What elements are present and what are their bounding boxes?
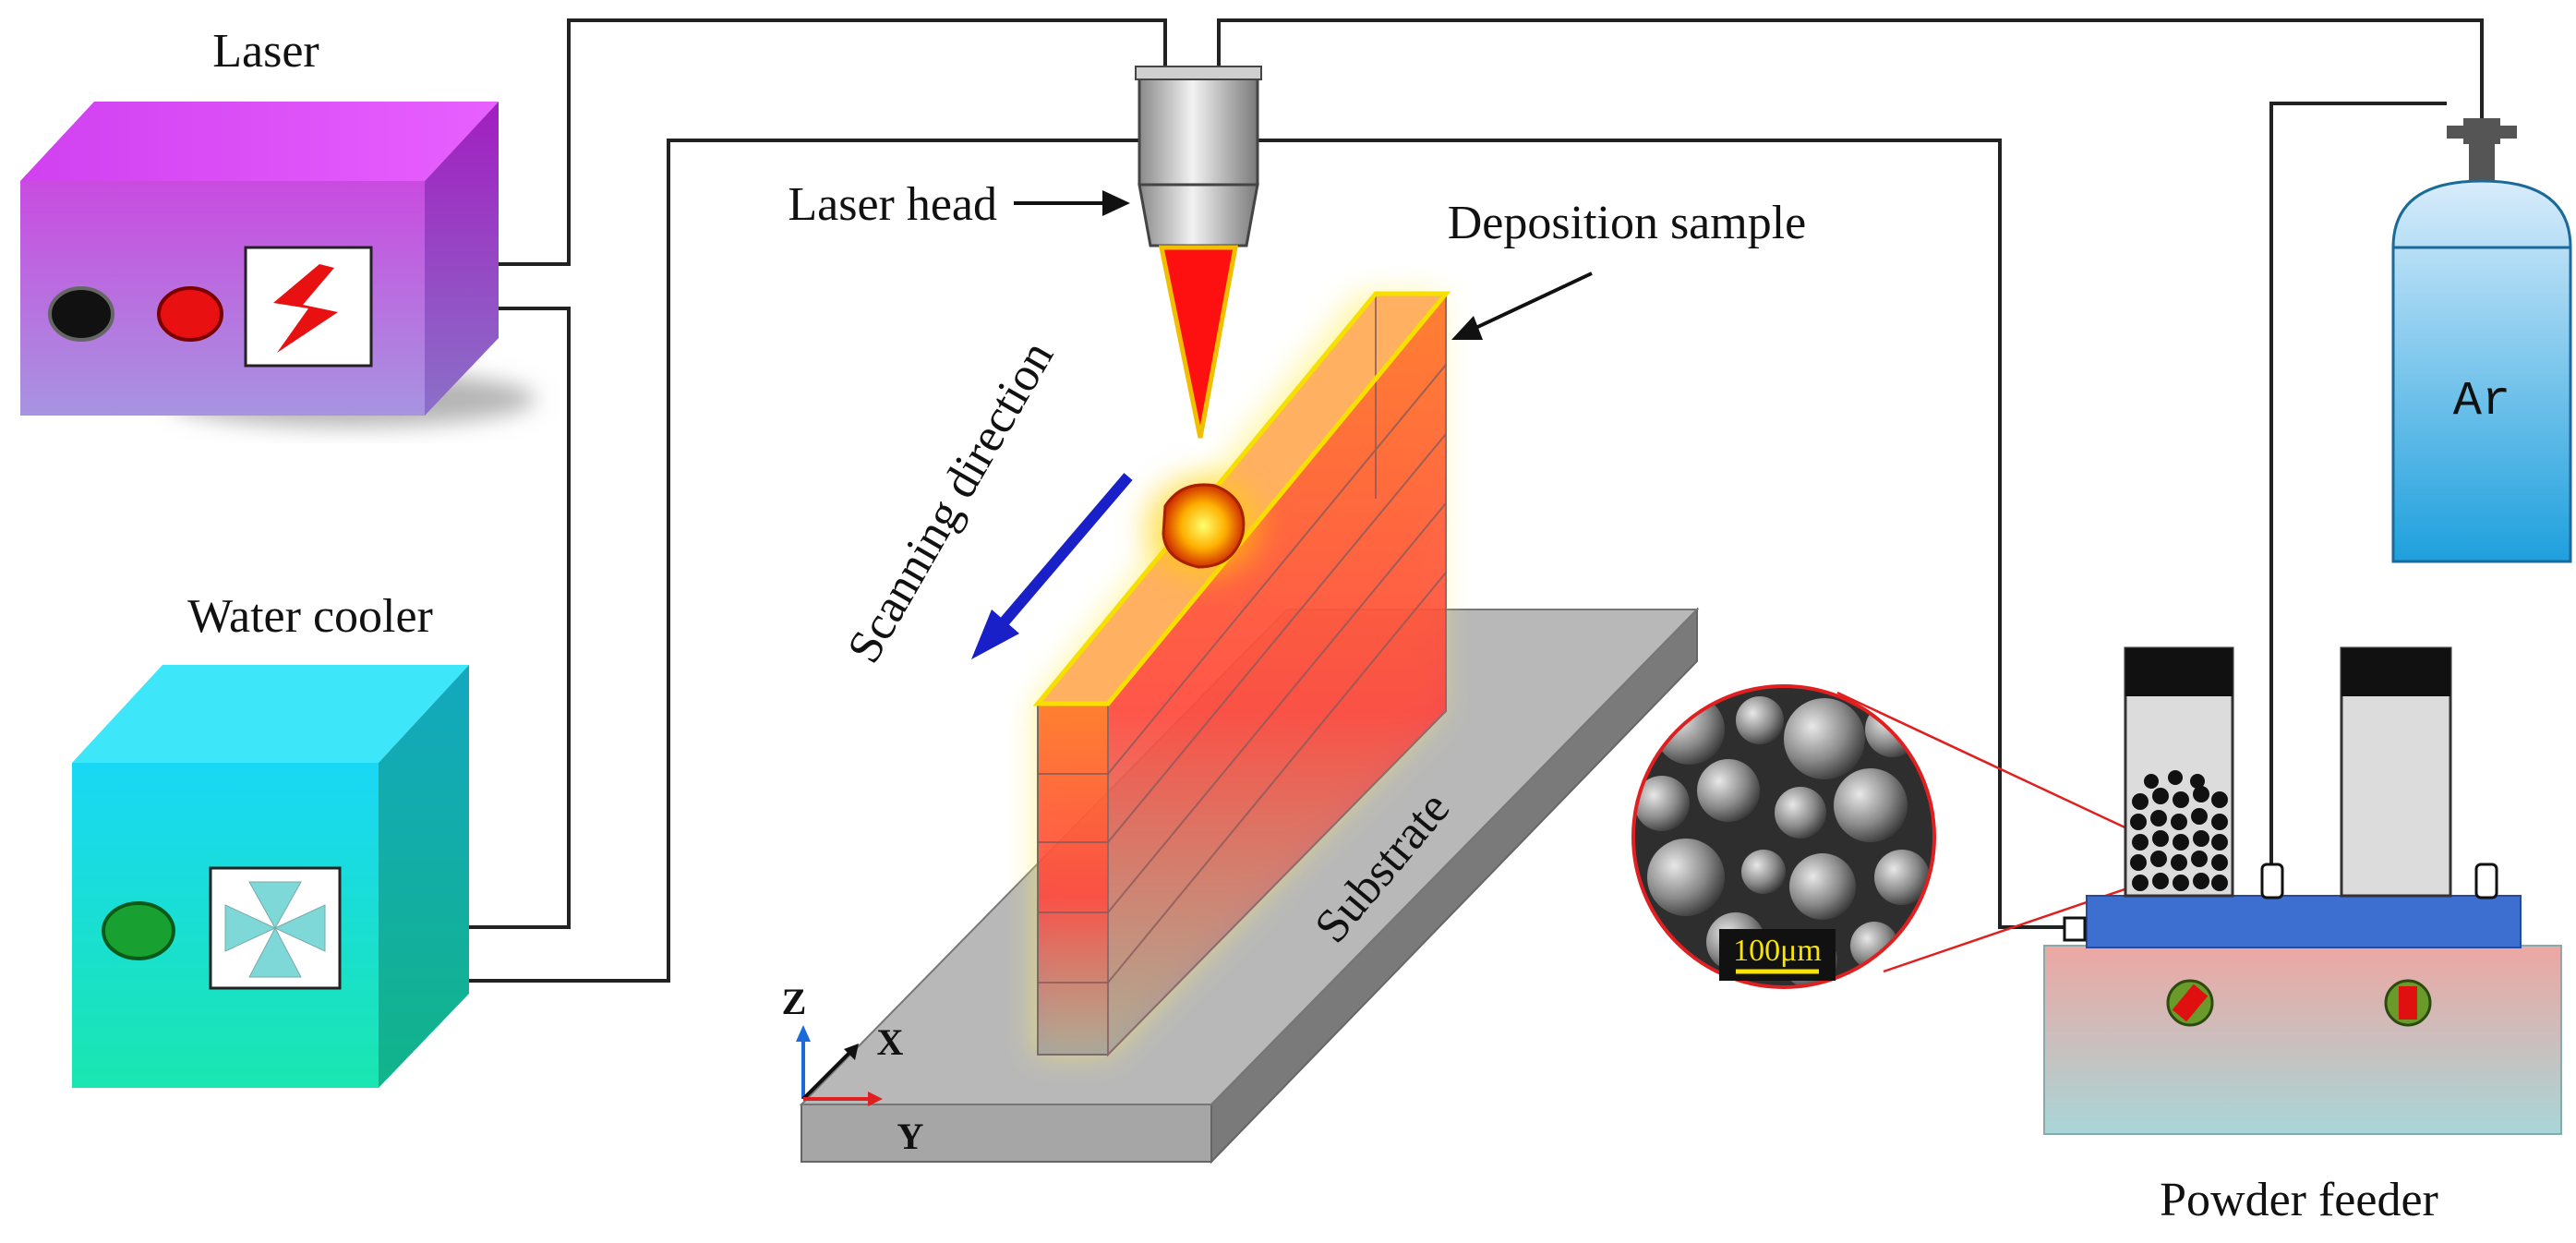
wire-ar-to-feeder (2269, 102, 2447, 868)
wire-head-to-feeder (1256, 139, 2066, 929)
cooler-green-button[interactable] (102, 901, 175, 960)
wire-laser-to-cooler (436, 307, 571, 929)
water-cooler-unit: Water cooler (72, 590, 469, 1088)
axis-y-label: Y (897, 1116, 924, 1157)
feeder-connector-middle (2260, 863, 2284, 899)
laser-beam (1158, 245, 1239, 439)
scanning-direction: Scanning direction (837, 332, 1133, 671)
wire-ar-to-head (1217, 18, 2484, 120)
powder-feeder-label: Powder feeder (2160, 1174, 2438, 1226)
laser-label: Laser (212, 25, 319, 78)
laser-unit: Laser (20, 25, 536, 427)
scale-bar-label: 100μm (1733, 934, 1822, 968)
powder-hopper-left (2124, 646, 2234, 898)
water-cooler-label: Water cooler (187, 590, 433, 643)
lightning-bolt-icon (244, 246, 373, 368)
ar-gas-bottle: Ar (2391, 118, 2572, 563)
feeder-knob-left[interactable] (2166, 979, 2214, 1027)
wall-front-face (1037, 703, 1109, 1056)
wire-laser-to-head (471, 18, 1167, 266)
feeder-connector-right (2474, 863, 2498, 899)
axis-x-label: X (877, 1021, 904, 1063)
laser-head-label: Laser head (788, 178, 997, 231)
laser-red-button[interactable] (157, 286, 223, 342)
feeder-knob-right[interactable] (2384, 979, 2432, 1027)
laser-head: Laser head (788, 66, 1262, 439)
deposition-sample-label: Deposition sample (1448, 197, 1807, 249)
deposition-sample-callout: Deposition sample (1448, 197, 1807, 340)
powder-feeder: Powder feeder (2043, 646, 2562, 1226)
fan-icon (209, 866, 342, 990)
wires (436, 18, 2484, 983)
scanning-direction-label: Scanning direction (837, 332, 1064, 671)
scan-arrow (994, 473, 1133, 632)
wall-layer-lines (1038, 294, 1447, 984)
feeder-connector-left (2063, 916, 2087, 942)
sem-powder-micrograph (1633, 686, 1934, 987)
ar-label: Ar (2453, 374, 2510, 428)
axis-z-label: Z (782, 981, 807, 1022)
wire-cooler-to-head (436, 139, 1141, 983)
coordinate-axes: Z X Y (782, 981, 924, 1157)
powder-inset: 100μm (1631, 684, 2134, 989)
powder-hopper-right (2340, 646, 2452, 898)
laser-black-button[interactable] (48, 286, 114, 342)
melt-pool (1145, 477, 1259, 576)
